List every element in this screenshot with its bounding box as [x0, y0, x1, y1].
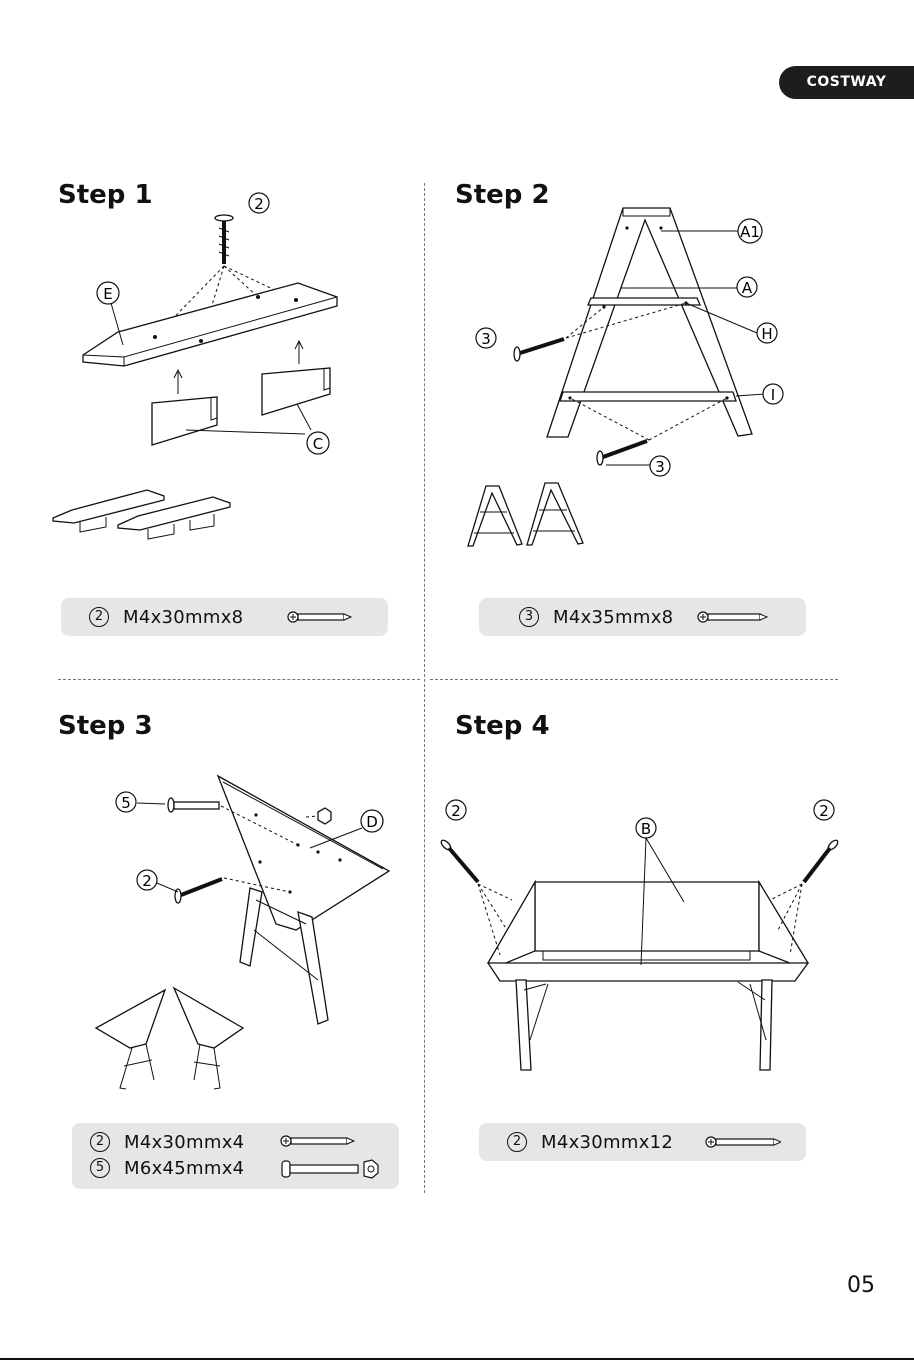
- hardware-number: 5: [90, 1158, 110, 1178]
- callout-B: B: [636, 818, 656, 838]
- hardware-spec: M4x30mmx12: [541, 1132, 673, 1153]
- hardware-spec: M4x35mmx8: [553, 607, 673, 628]
- screw-icon: [287, 608, 353, 626]
- hardware-number: 2: [90, 1132, 110, 1152]
- hardware-number: 2: [507, 1132, 527, 1152]
- svg-text:B: B: [641, 820, 651, 838]
- svg-text:2: 2: [451, 802, 461, 820]
- callout-2: 2: [446, 800, 466, 820]
- screw-icon: [804, 839, 839, 882]
- bottom-rule: [0, 1358, 914, 1360]
- step-4-hardware-box: 2 M4x30mmx12: [479, 1123, 806, 1161]
- hardware-spec: M4x30mmx4: [124, 1132, 244, 1153]
- step-2-hardware-box: 3 M4x35mmx8: [479, 598, 806, 636]
- svg-text:2: 2: [819, 802, 829, 820]
- screw-icon: [705, 1133, 781, 1151]
- hardware-spec: M4x30mmx8: [123, 607, 243, 628]
- step-1-hardware-box: 2 M4x30mmx8: [61, 598, 388, 636]
- hardware-number: 3: [519, 607, 539, 627]
- screw-icon: [440, 839, 478, 882]
- hardware-number: 2: [89, 607, 109, 627]
- hardware-spec: M6x45mmx4: [124, 1158, 244, 1179]
- bolt-nut-icon: [280, 1158, 380, 1180]
- screw-icon: [697, 608, 769, 626]
- callout-2: 2: [814, 800, 834, 820]
- screw-icon: [280, 1132, 356, 1150]
- page-number: 05: [847, 1273, 875, 1298]
- step-3-hardware-box: 2 M4x30mmx4 5 M6x45mmx4: [72, 1123, 399, 1189]
